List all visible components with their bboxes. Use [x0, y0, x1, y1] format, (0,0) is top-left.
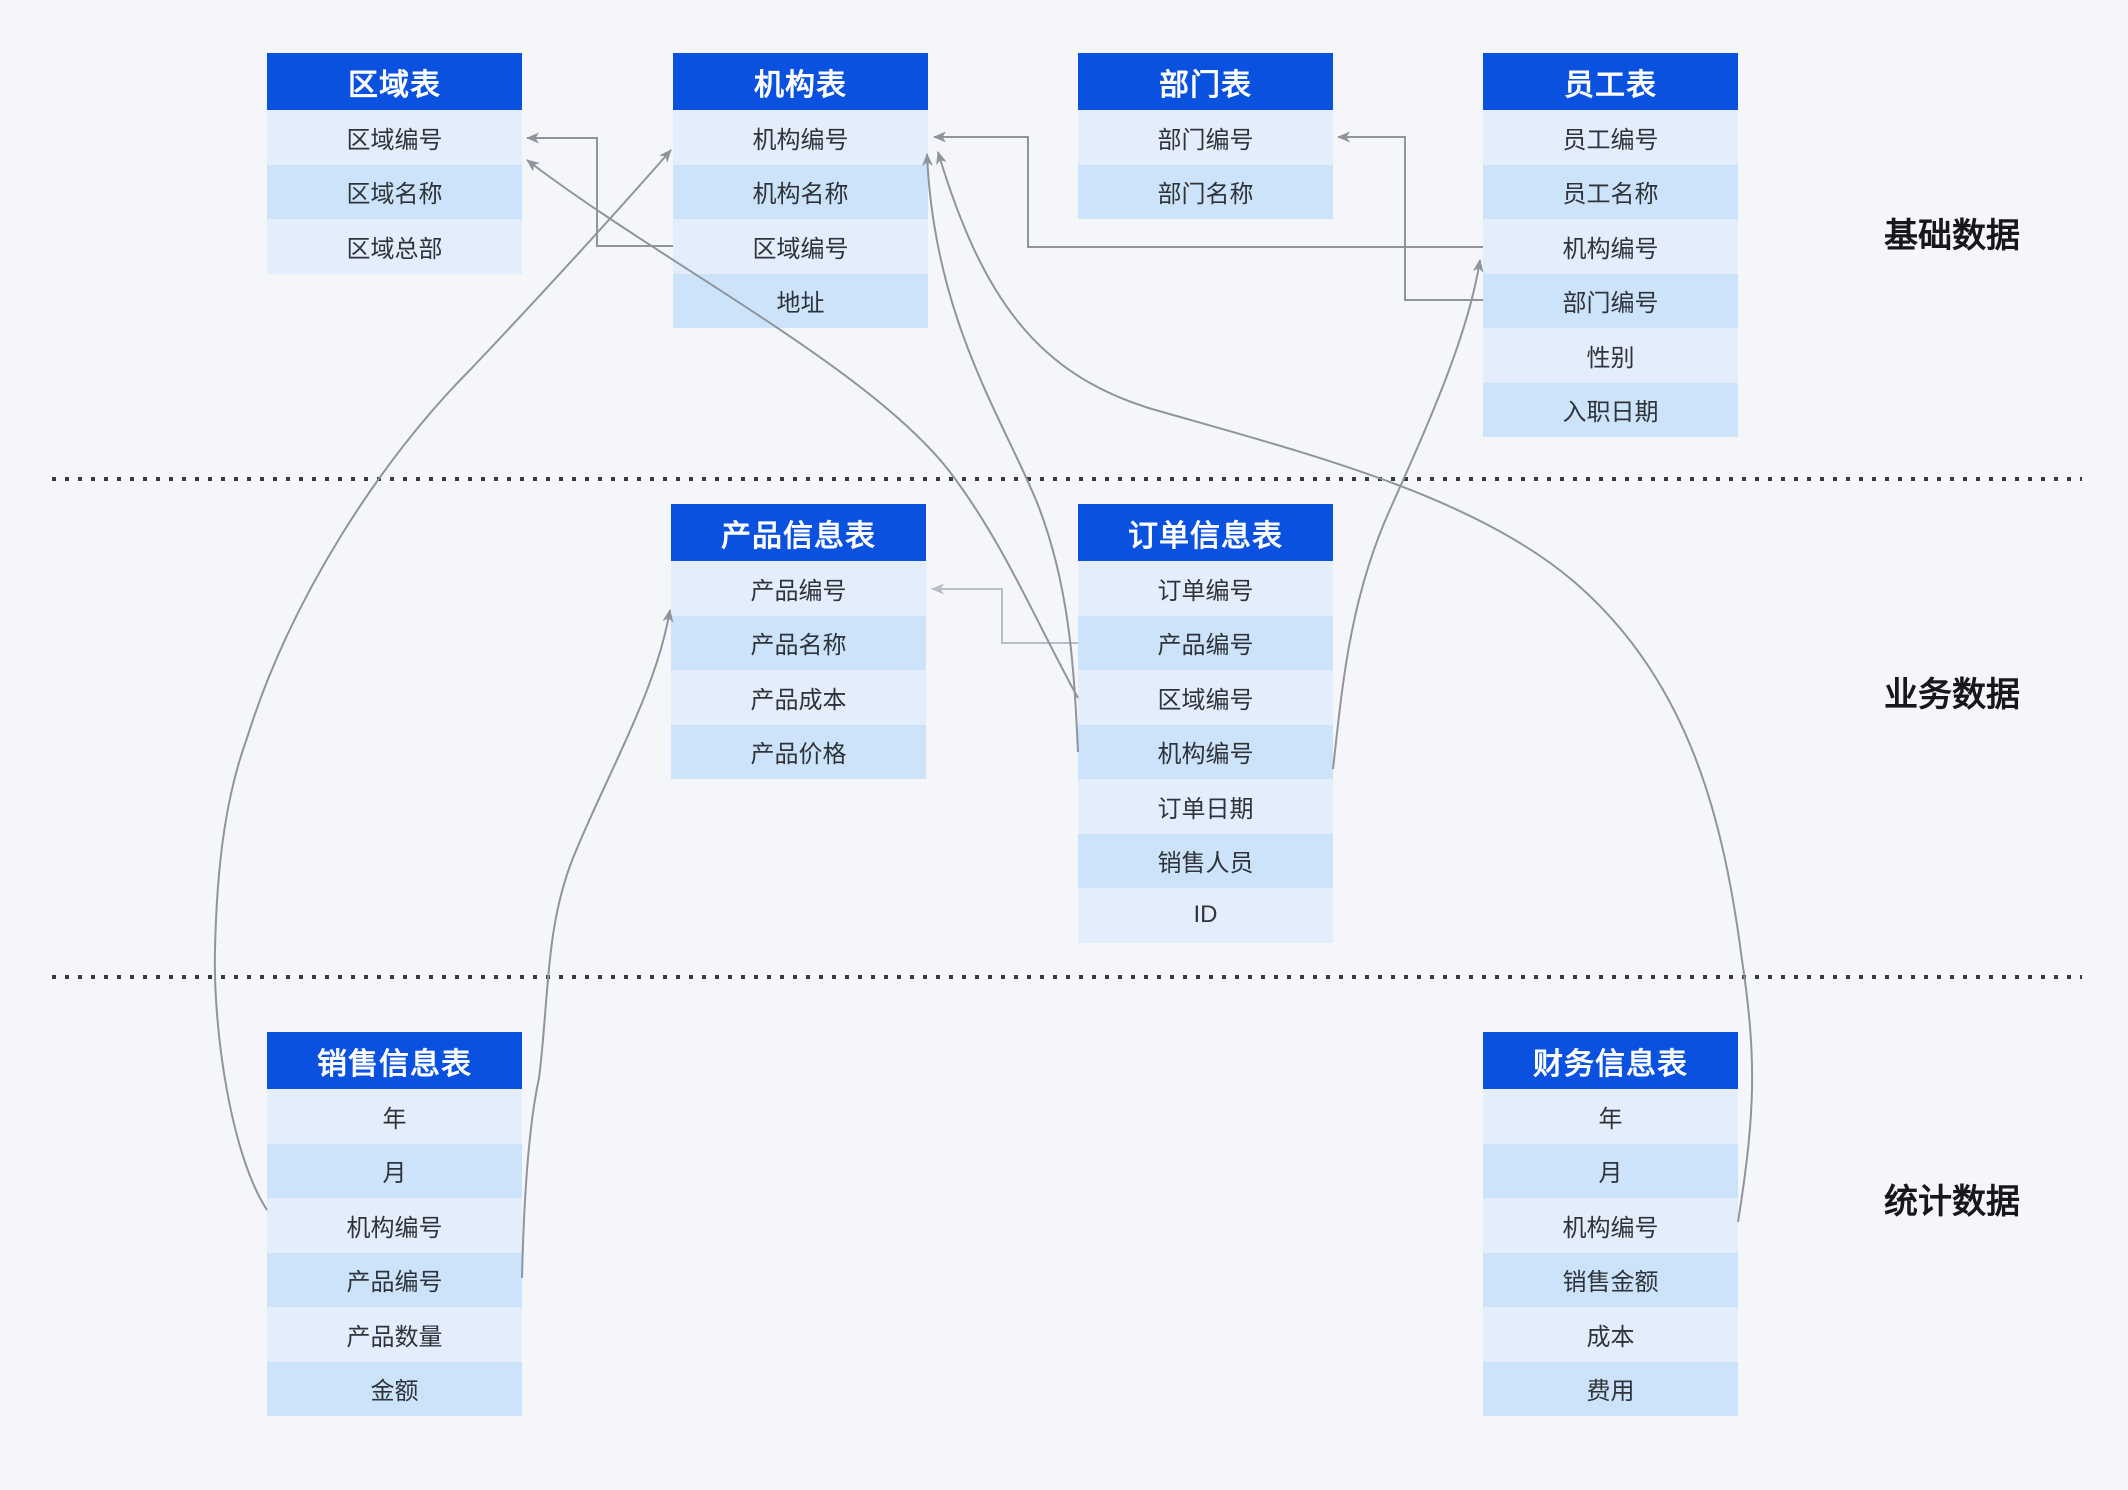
- relation-connector-emp-dept: [1337, 131, 1483, 301]
- table-order-title[interactable]: 订单信息表: [1078, 504, 1333, 561]
- field-row-order-3[interactable]: 机构编号: [1078, 724, 1333, 779]
- section-separator-base-business: [52, 477, 2082, 481]
- field-row-region-0[interactable]: 区域编号: [267, 110, 522, 165]
- field-row-order-2[interactable]: 区域编号: [1078, 670, 1333, 725]
- table-region[interactable]: 区域表区域编号区域名称区域总部: [267, 53, 522, 274]
- field-row-sales-1[interactable]: 月: [267, 1143, 522, 1198]
- field-row-product-3[interactable]: 产品价格: [671, 724, 926, 779]
- relation-connector-sales-product: [521, 609, 674, 1279]
- field-row-finance-3[interactable]: 销售金额: [1483, 1252, 1738, 1307]
- table-region-title[interactable]: 区域表: [267, 53, 522, 110]
- field-row-sales-2[interactable]: 机构编号: [267, 1198, 522, 1253]
- field-row-sales-0[interactable]: 年: [267, 1089, 522, 1144]
- field-row-emp-5[interactable]: 入职日期: [1483, 382, 1738, 437]
- table-sales[interactable]: 销售信息表年月机构编号产品编号产品数量金额: [267, 1032, 522, 1416]
- relation-connector-org-region: [526, 132, 673, 247]
- table-product-title[interactable]: 产品信息表: [671, 504, 926, 561]
- field-row-finance-0[interactable]: 年: [1483, 1089, 1738, 1144]
- field-row-product-0[interactable]: 产品编号: [671, 561, 926, 616]
- relation-connector-order-product: [931, 583, 1078, 644]
- field-row-sales-3[interactable]: 产品编号: [267, 1252, 522, 1307]
- table-sales-title[interactable]: 销售信息表: [267, 1032, 522, 1089]
- field-row-finance-4[interactable]: 成本: [1483, 1307, 1738, 1362]
- field-row-finance-5[interactable]: 费用: [1483, 1361, 1738, 1416]
- field-row-sales-5[interactable]: 金额: [267, 1361, 522, 1416]
- table-dept-title[interactable]: 部门表: [1078, 53, 1333, 110]
- field-row-order-1[interactable]: 产品编号: [1078, 615, 1333, 670]
- table-dept[interactable]: 部门表部门编号部门名称: [1078, 53, 1333, 219]
- field-row-region-2[interactable]: 区域总部: [267, 219, 522, 274]
- table-org[interactable]: 机构表机构编号机构名称区域编号地址: [673, 53, 928, 328]
- table-emp[interactable]: 员工表员工编号员工名称机构编号部门编号性别入职日期: [1483, 53, 1738, 437]
- field-row-dept-0[interactable]: 部门编号: [1078, 110, 1333, 165]
- field-row-order-6[interactable]: ID: [1078, 888, 1333, 943]
- field-row-org-1[interactable]: 机构名称: [673, 164, 928, 219]
- field-row-emp-2[interactable]: 机构编号: [1483, 219, 1738, 274]
- relation-connector-order-org: [922, 153, 1079, 753]
- table-finance-title[interactable]: 财务信息表: [1483, 1032, 1738, 1089]
- field-row-org-2[interactable]: 区域编号: [673, 219, 928, 274]
- section-label-stats: 统计数据: [1884, 1183, 2020, 1221]
- field-row-product-1[interactable]: 产品名称: [671, 615, 926, 670]
- field-row-order-5[interactable]: 销售人员: [1078, 833, 1333, 888]
- field-row-order-0[interactable]: 订单编号: [1078, 561, 1333, 616]
- field-row-finance-1[interactable]: 月: [1483, 1143, 1738, 1198]
- field-row-order-4[interactable]: 订单日期: [1078, 779, 1333, 834]
- field-row-emp-1[interactable]: 员工名称: [1483, 164, 1738, 219]
- section-label-base: 基础数据: [1884, 217, 2020, 255]
- field-row-emp-4[interactable]: 性别: [1483, 328, 1738, 383]
- field-row-dept-1[interactable]: 部门名称: [1078, 164, 1333, 219]
- field-row-sales-4[interactable]: 产品数量: [267, 1307, 522, 1362]
- field-row-emp-0[interactable]: 员工编号: [1483, 110, 1738, 165]
- section-separator-business-stats: [52, 975, 2082, 979]
- field-row-region-1[interactable]: 区域名称: [267, 164, 522, 219]
- section-label-business: 业务数据: [1884, 676, 2020, 714]
- table-product[interactable]: 产品信息表产品编号产品名称产品成本产品价格: [671, 504, 926, 779]
- field-row-emp-3[interactable]: 部门编号: [1483, 273, 1738, 328]
- field-row-finance-2[interactable]: 机构编号: [1483, 1198, 1738, 1253]
- table-finance[interactable]: 财务信息表年月机构编号销售金额成本费用: [1483, 1032, 1738, 1416]
- field-row-org-0[interactable]: 机构编号: [673, 110, 928, 165]
- table-org-title[interactable]: 机构表: [673, 53, 928, 110]
- field-row-org-3[interactable]: 地址: [673, 273, 928, 328]
- table-emp-title[interactable]: 员工表: [1483, 53, 1738, 110]
- relation-connector-order-emp: [1332, 259, 1484, 770]
- field-row-product-2[interactable]: 产品成本: [671, 670, 926, 725]
